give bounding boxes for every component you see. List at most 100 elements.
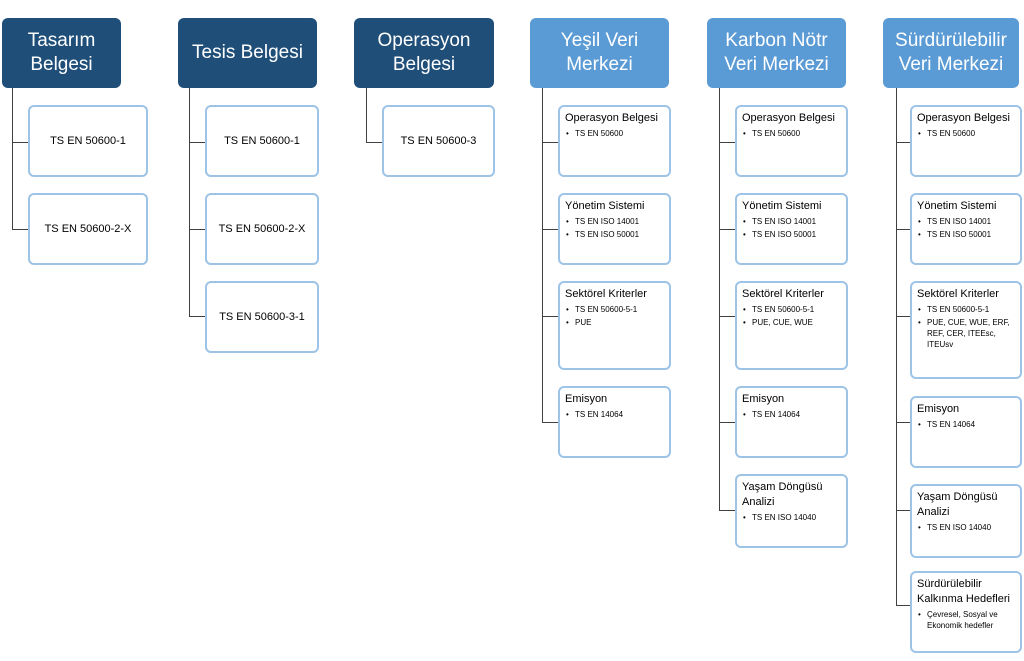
header-title: Tesis Belgesi: [192, 42, 303, 63]
connector-line: [542, 229, 558, 230]
connector-line: [542, 422, 558, 423]
node-bullet: PUE, CUE, WUE: [742, 317, 841, 328]
connector-line: [542, 88, 543, 423]
connector-line: [896, 88, 897, 606]
node-bullet: TS EN ISO 14040: [917, 522, 1015, 533]
header-title: Yeşil Veri Merkezi: [560, 30, 639, 75]
node-title: Sürdürülebilir Kalkınma Hedefleri: [917, 578, 1010, 605]
node-bullet: TS EN ISO 14001: [565, 216, 664, 227]
node-emisyon: Emisyon TS EN 14064: [558, 386, 671, 458]
node-bullet: TS EN 50600-5-1: [565, 304, 664, 315]
node-ts-en-50600-2-x: TS EN 50600-2-X: [205, 193, 319, 265]
connector-line: [896, 229, 912, 230]
connector-line: [12, 88, 13, 230]
node-title: Yaşam Döngüsü Analizi: [742, 481, 823, 508]
node-title: Operasyon Belgesi: [565, 112, 658, 124]
node-title: Yönetim Sistemi: [565, 200, 645, 212]
connector-line: [366, 88, 367, 143]
node-operasyon-belgesi: Operasyon Belgesi TS EN 50600: [735, 105, 848, 177]
node-yasam-dongusu-analizi: Yaşam Döngüsü Analizi TS EN ISO 14040: [910, 484, 1022, 558]
node-bullet: TS EN 50600-5-1: [742, 304, 841, 315]
connector-line: [542, 142, 558, 143]
node-title: Sektörel Kriterler: [565, 288, 647, 300]
node-bullet: TS EN ISO 50001: [565, 229, 664, 240]
node-title: Sektörel Kriterler: [917, 288, 999, 300]
node-title: Yönetim Sistemi: [742, 200, 822, 212]
connector-line: [896, 422, 912, 423]
node-yasam-dongusu-analizi: Yaşam Döngüsü Analizi TS EN ISO 14040: [735, 474, 848, 548]
header-yesil-veri-merkezi: Yeşil Veri Merkezi: [530, 18, 669, 88]
connector-line: [12, 142, 28, 143]
connector-line: [719, 88, 720, 511]
header-title: Tasarım Belgesi: [27, 30, 96, 75]
node-bullet: TS EN 14064: [742, 409, 841, 420]
node-bullet: TS EN ISO 14001: [742, 216, 841, 227]
node-title: Operasyon Belgesi: [742, 112, 835, 124]
node-ts-en-50600-1: TS EN 50600-1: [205, 105, 319, 177]
node-bullet: TS EN ISO 14040: [742, 512, 841, 523]
node-ts-en-50600-1: TS EN 50600-1: [28, 105, 148, 177]
header-title: Operasyon Belgesi: [377, 30, 471, 75]
node-title: Emisyon: [742, 393, 785, 405]
node-bullet: TS EN 50600: [565, 128, 664, 139]
header-title: Sürdürülebilir Veri Merkezi: [895, 30, 1007, 75]
node-surdurulebilir-kalkinma-hedefleri: Sürdürülebilir Kalkınma Hedefleri Çevres…: [910, 571, 1022, 653]
node-yonetim-sistemi: Yönetim Sistemi TS EN ISO 14001 TS EN IS…: [558, 193, 671, 265]
node-bullet: TS EN 50600-5-1: [917, 304, 1015, 315]
connector-line: [189, 88, 190, 317]
node-ts-en-50600-2-x: TS EN 50600-2-X: [28, 193, 148, 265]
connector-line: [719, 510, 735, 511]
node-title: TS EN 50600-1: [224, 135, 300, 147]
connector-line: [542, 316, 558, 317]
node-bullet: TS EN 50600: [917, 128, 1015, 139]
node-sektorel-kriterler: Sektörel Kriterler TS EN 50600-5-1 PUE, …: [910, 281, 1022, 379]
node-bullet: TS EN ISO 50001: [917, 229, 1015, 240]
node-operasyon-belgesi: Operasyon Belgesi TS EN 50600: [558, 105, 671, 177]
connector-line: [189, 316, 205, 317]
connector-line: [719, 229, 735, 230]
node-ts-en-50600-3-1: TS EN 50600-3-1: [205, 281, 319, 353]
node-operasyon-belgesi: Operasyon Belgesi TS EN 50600: [910, 105, 1022, 177]
node-title: Emisyon: [565, 393, 608, 405]
header-title: Karbon Nötr Veri Merkezi: [724, 30, 829, 75]
node-emisyon: Emisyon TS EN 14064: [735, 386, 848, 458]
connector-line: [719, 142, 735, 143]
node-sektorel-kriterler: Sektörel Kriterler TS EN 50600-5-1 PUE, …: [735, 281, 848, 370]
node-sektorel-kriterler: Sektörel Kriterler TS EN 50600-5-1 PUE: [558, 281, 671, 370]
connector-line: [896, 605, 912, 606]
node-title: Operasyon Belgesi: [917, 112, 1010, 124]
header-tasarim-belgesi: Tasarım Belgesi: [2, 18, 121, 88]
header-tesis-belgesi: Tesis Belgesi: [178, 18, 317, 88]
node-bullet: TS EN ISO 14001: [917, 216, 1015, 227]
node-bullet: PUE: [565, 317, 664, 328]
node-title: TS EN 50600-3-1: [219, 311, 305, 323]
node-title: TS EN 50600-2-X: [218, 223, 306, 235]
node-bullet: TS EN 50600: [742, 128, 841, 139]
connector-line: [896, 142, 912, 143]
header-operasyon-belgesi: Operasyon Belgesi: [354, 18, 494, 88]
node-title: TS EN 50600-2-X: [44, 223, 132, 235]
node-ts-en-50600-3: TS EN 50600-3: [382, 105, 495, 177]
header-surdurulebilir-veri-merkezi: Sürdürülebilir Veri Merkezi: [883, 18, 1019, 88]
node-yonetim-sistemi: Yönetim Sistemi TS EN ISO 14001 TS EN IS…: [910, 193, 1022, 265]
connector-line: [366, 142, 382, 143]
node-yonetim-sistemi: Yönetim Sistemi TS EN ISO 14001 TS EN IS…: [735, 193, 848, 265]
node-bullet: TS EN ISO 50001: [742, 229, 841, 240]
connector-line: [189, 229, 205, 230]
node-bullet: TS EN 14064: [565, 409, 664, 420]
connector-line: [189, 142, 205, 143]
connector-line: [896, 510, 912, 511]
connector-line: [719, 422, 735, 423]
node-emisyon: Emisyon TS EN 14064: [910, 396, 1022, 468]
header-karbon-notr-veri-merkezi: Karbon Nötr Veri Merkezi: [707, 18, 846, 88]
connector-line: [719, 316, 735, 317]
node-title: Yaşam Döngüsü Analizi: [917, 491, 998, 518]
node-bullet: Çevresel, Sosyal ve Ekonomik hedefler: [917, 609, 1015, 631]
node-title: Emisyon: [917, 403, 960, 415]
node-title: Sektörel Kriterler: [742, 288, 824, 300]
node-title: TS EN 50600-3: [400, 135, 477, 147]
node-title: TS EN 50600-1: [50, 135, 126, 147]
connector-line: [12, 229, 28, 230]
node-bullet: PUE, CUE, WUE, ERF, REF, CER, ITEEsc, IT…: [917, 317, 1015, 350]
connector-line: [896, 316, 912, 317]
